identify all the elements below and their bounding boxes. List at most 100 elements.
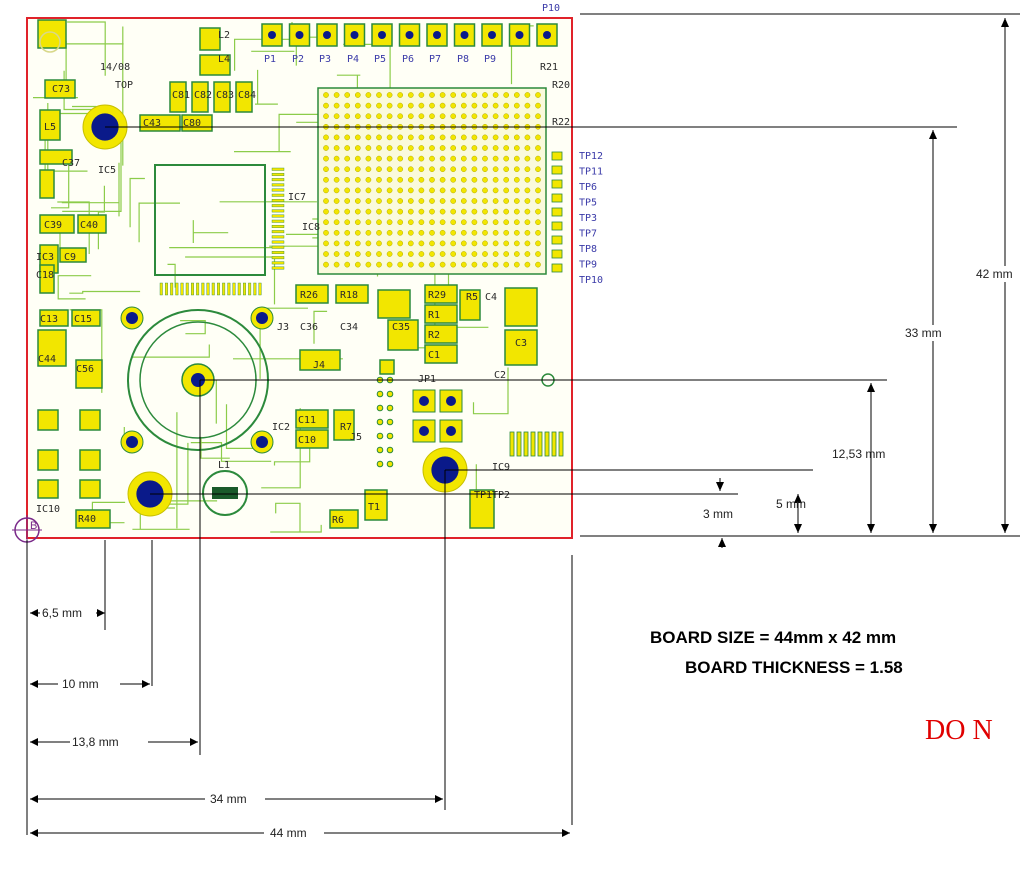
bga-ball <box>460 102 467 109</box>
bga-ball <box>397 92 404 98</box>
bga-ball <box>471 251 478 257</box>
trace <box>131 344 210 358</box>
component-label: C35 <box>392 322 410 333</box>
bga-ball <box>450 102 457 109</box>
bga-ball <box>492 134 499 141</box>
header-hole <box>488 31 496 39</box>
tp-pad <box>551 207 563 217</box>
qfp-pin <box>271 204 285 208</box>
tp-pad <box>551 165 563 175</box>
component-pad <box>39 264 55 294</box>
bga-ball <box>439 102 446 109</box>
bga-ball <box>376 92 382 98</box>
component-pad <box>75 359 103 389</box>
bga-ball <box>397 176 404 183</box>
bga-ball <box>333 187 340 194</box>
bga-ball <box>354 92 361 98</box>
component-pad <box>213 81 231 113</box>
component-label: R18 <box>340 290 358 301</box>
bga-ball <box>407 208 414 215</box>
bga-ball <box>429 251 435 257</box>
bga-ball <box>460 240 467 247</box>
bga-ball <box>429 187 435 194</box>
component-label: R1 <box>428 310 440 321</box>
bga-ball <box>513 187 520 194</box>
bga-ball <box>492 176 499 183</box>
bga-ball <box>429 155 435 162</box>
tp-pad <box>551 235 563 245</box>
sensor-center-hole <box>191 373 205 387</box>
component-label: C36 <box>300 322 318 333</box>
bga-ball <box>429 219 435 226</box>
bga-ball <box>503 208 510 215</box>
via <box>386 390 394 398</box>
jumper-hole <box>446 396 456 406</box>
bga-ball <box>513 92 520 98</box>
qfp-pin <box>271 219 285 223</box>
bga-ball <box>386 145 393 151</box>
trace <box>180 320 206 335</box>
bga-ball <box>503 155 510 162</box>
component-pad <box>335 284 369 304</box>
bga-ball <box>418 102 425 109</box>
bga-ball <box>407 113 414 120</box>
bga-ball <box>418 240 425 247</box>
bga-ball <box>524 102 531 109</box>
bga-ball <box>354 251 361 257</box>
bga-ball <box>482 261 488 268</box>
bga-ball <box>429 198 435 204</box>
bga-ball <box>482 145 488 151</box>
component-pad <box>39 169 55 199</box>
qfp-pin <box>248 282 252 296</box>
bga-ball <box>323 208 329 215</box>
bga-ball <box>354 187 361 194</box>
vertical-dimension-labels: 42 mm 33 mm 12,53 mm 5 mm 3 mm <box>703 266 1018 521</box>
bga-ball <box>323 145 329 151</box>
bga-ball <box>333 155 340 162</box>
bga-ball <box>429 229 435 236</box>
bga-ball <box>386 240 393 247</box>
bga-ball <box>524 229 531 236</box>
bga-ball <box>418 166 425 173</box>
trace <box>275 502 301 532</box>
component-label: T1 <box>368 502 380 513</box>
origin-label: B <box>30 520 37 532</box>
trace <box>138 202 180 243</box>
bga-ball <box>344 134 351 141</box>
board-thickness-note: BOARD THICKNESS = 1.58 <box>685 658 903 677</box>
bga-ball <box>344 198 351 204</box>
bga-ball <box>344 187 351 194</box>
bga-ball <box>492 92 499 98</box>
bga-ball <box>492 187 499 194</box>
trace <box>255 69 278 105</box>
qfp-pin <box>216 282 220 296</box>
header-hole <box>515 31 524 39</box>
connector-pad <box>558 431 564 457</box>
bga-ball <box>439 229 446 236</box>
bga-ball <box>492 166 499 173</box>
bga-ball <box>450 219 457 226</box>
connector-label: P5 <box>374 54 386 65</box>
bga-ball <box>439 187 446 194</box>
test-point-label: TP8 <box>579 244 597 255</box>
bga-ball <box>471 102 478 109</box>
bga-ball <box>535 92 541 98</box>
qfp-pin <box>271 256 285 260</box>
bga-ball <box>376 251 382 257</box>
trace <box>278 113 323 152</box>
bga-ball <box>323 113 329 120</box>
component-pad <box>39 149 73 165</box>
header-hole <box>378 31 386 39</box>
trace <box>161 442 189 505</box>
bga-ball <box>344 219 351 226</box>
component-pad <box>37 479 59 499</box>
bga-ball <box>492 102 499 109</box>
component-pad <box>39 309 69 327</box>
bga-ball <box>460 166 467 173</box>
bga-ball <box>344 155 351 162</box>
bga-ball <box>323 261 329 268</box>
bga-ball <box>397 113 404 120</box>
bga-ball <box>524 155 531 162</box>
dimension-lines <box>26 13 1020 835</box>
qfp-pin <box>206 282 210 296</box>
